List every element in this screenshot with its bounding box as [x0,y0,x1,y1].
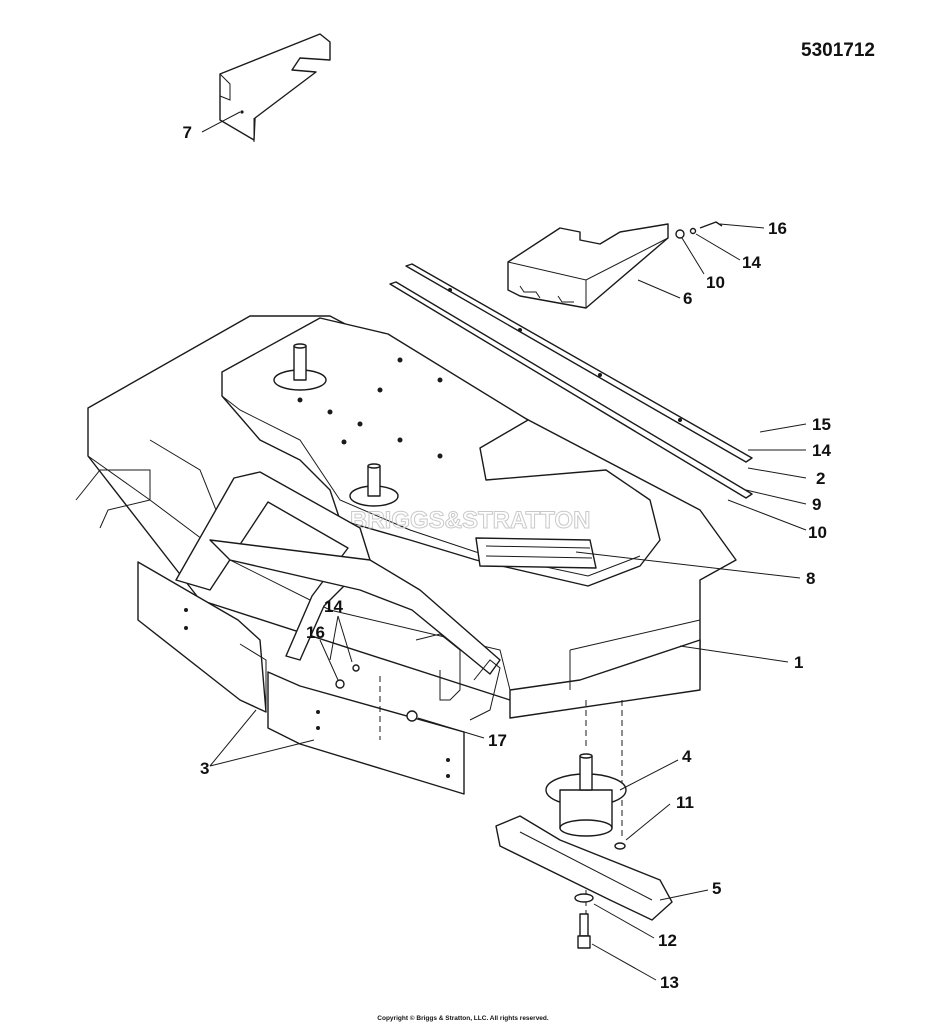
callout-7: 7 [183,123,192,142]
bolt-part-13 [577,913,591,949]
callout-5: 5 [712,879,721,898]
callout-14-top: 14 [742,253,761,272]
watermark-text: BRIGGS&STRATTON [350,507,590,534]
part-number: 5301712 [801,40,875,61]
callout-10-top: 10 [706,273,725,292]
callout-15: 15 [812,415,831,434]
callout-16-top: 16 [768,219,787,238]
cover-part-6 [507,223,669,309]
callout-3: 3 [200,759,209,778]
callout-6: 6 [683,289,692,308]
callout-12: 12 [658,931,677,950]
callout-2: 2 [816,469,825,488]
callout-10-right: 10 [808,523,827,542]
copyright-text: Copyright © Briggs & Stratton, LLC. All … [377,1014,549,1022]
leader-lines [201,111,807,981]
callout-4: 4 [682,747,692,766]
spindle-part-4 [545,753,627,837]
spindle-top-center [349,463,399,507]
skid-plates-part-3 [137,561,465,795]
front-hitch-frame [75,469,501,721]
blade-part-5 [495,815,673,921]
callout-13: 13 [660,973,679,992]
callout-16-left: 16 [306,623,325,642]
washer-part-11 [614,842,626,850]
hardware-front [335,664,418,722]
callout-9: 9 [812,495,821,514]
spindle-top-left [273,343,327,391]
callout-14-right: 14 [812,441,831,460]
bracket-part-7 [219,33,331,142]
callout-8: 8 [806,569,815,588]
washer-part-12 [574,893,594,903]
callout-11: 11 [676,793,694,812]
callout-17: 17 [488,731,507,750]
hardware-cover [675,221,723,239]
rod-part-2 [389,263,753,499]
deck-top-plate [221,317,661,587]
callout-14-left: 14 [324,597,343,616]
callout-1: 1 [794,653,803,672]
belt-guard-part-8 [475,537,597,569]
